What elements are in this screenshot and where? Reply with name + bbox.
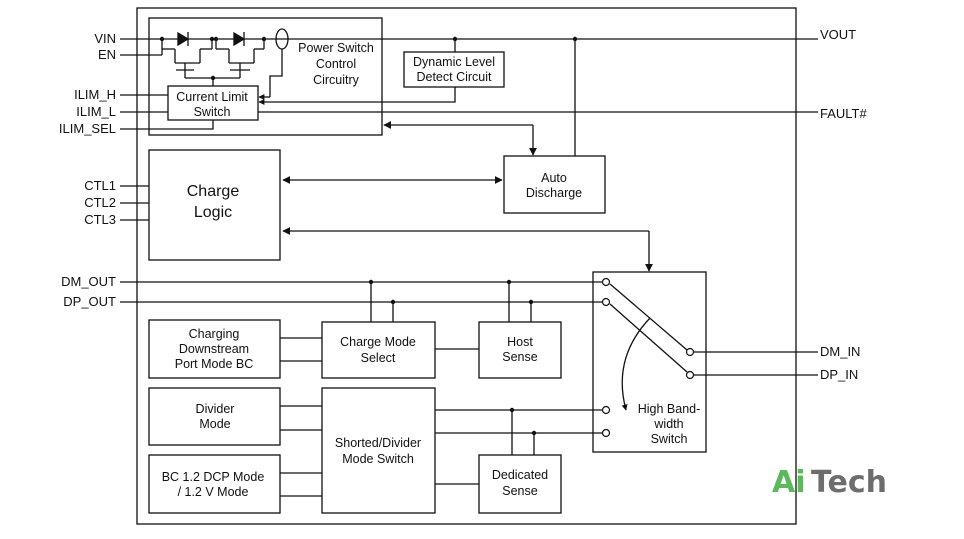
pin-vin: VIN <box>94 31 116 46</box>
pin-fault: FAULT# <box>820 106 867 121</box>
chip-outline <box>136 7 797 525</box>
auto-discharge-block <box>503 155 606 214</box>
charging-downstream-block <box>148 319 281 379</box>
shorted-divider-block <box>321 387 436 514</box>
charge-mode-select-label-2: Select <box>361 351 396 365</box>
high-bandwidth-label-2: width <box>653 417 683 431</box>
power-switch-label-1: Power Switch <box>298 41 374 55</box>
bc12-dcp-label-1: BC 1.2 DCP Mode <box>162 470 265 484</box>
auto-discharge-label-2: Discharge <box>526 186 582 200</box>
divider-mode-label-2: Mode <box>199 417 230 431</box>
charge-logic-label-1: Charge <box>187 183 240 200</box>
dynamic-level-label-2: Detect Circuit <box>416 70 492 84</box>
charge-logic-block <box>148 149 281 261</box>
dynamic-level-block <box>403 51 505 88</box>
shorted-divider-label-2: Mode Switch <box>342 452 414 466</box>
high-bandwidth-label-1: High Band- <box>638 402 701 416</box>
pin-ctl3: CTL3 <box>84 212 116 227</box>
current-limit-label-1: Current Limit <box>176 90 248 104</box>
pin-dm-out: DM_OUT <box>61 274 116 289</box>
divider-mode-block <box>148 387 281 446</box>
charging-downstream-label-3: Port Mode BC <box>175 357 254 371</box>
shorted-divider-label-1: Shorted/Divider <box>335 436 421 450</box>
bc12-dcp-label-2: / 1.2 V Mode <box>178 485 249 499</box>
pin-dp-in: DP_IN <box>820 367 858 382</box>
divider-mode-label-1: Divider <box>196 402 235 416</box>
logo-part-ai: Ai <box>772 465 806 500</box>
pin-ctl1: CTL1 <box>84 178 116 193</box>
bc12-dcp-block <box>148 454 281 514</box>
charge-mode-select-label-1: Charge Mode <box>340 335 416 349</box>
pin-ilim-l: ILIM_L <box>76 104 116 119</box>
dynamic-level-label-1: Dynamic Level <box>413 55 495 69</box>
pin-ctl2: CTL2 <box>84 195 116 210</box>
pin-dp-out: DP_OUT <box>63 294 116 309</box>
host-sense-block <box>478 321 562 379</box>
charge-mode-select-block <box>321 321 436 379</box>
dedicated-sense-label-2: Sense <box>502 484 537 498</box>
aitech-logo: Ai Tech <box>772 465 887 500</box>
pin-vout: VOUT <box>820 27 856 42</box>
host-sense-label-1: Host <box>507 335 533 349</box>
power-switch-label-2: Control <box>316 57 356 71</box>
high-bandwidth-block <box>592 271 707 453</box>
pin-ilim-h: ILIM_H <box>74 87 116 102</box>
charge-logic-label-2: Logic <box>194 204 232 221</box>
charging-downstream-label-1: Charging <box>189 327 240 341</box>
pin-en: EN <box>98 47 116 62</box>
host-sense-label-2: Sense <box>502 350 537 364</box>
power-switch-block <box>148 17 383 136</box>
power-switch-label-3: Circuitry <box>313 73 360 87</box>
charging-downstream-label-2: Downstream <box>179 342 249 356</box>
high-bandwidth-label-3: Switch <box>651 432 688 446</box>
logo-part-tech: Tech <box>811 465 887 500</box>
auto-discharge-label-1: Auto <box>541 171 567 185</box>
pin-dm-in: DM_IN <box>820 344 860 359</box>
dedicated-sense-label-1: Dedicated <box>492 468 548 482</box>
current-limit-label-2: Switch <box>194 105 231 119</box>
pin-ilim-sel: ILIM_SEL <box>59 121 116 136</box>
